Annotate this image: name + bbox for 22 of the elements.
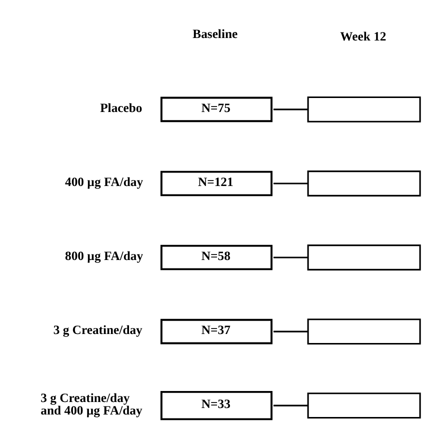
node-box: N=37 — [160, 318, 272, 344]
connector — [273, 330, 308, 332]
node-box: N=121 — [160, 170, 272, 196]
node-box: N=75 — [160, 96, 272, 122]
label: Baseline — [192, 26, 238, 41]
node-box — [307, 244, 421, 270]
node-label: 3 g Creatine/day and 400 µg FA/day — [40, 391, 142, 418]
label: Week 12 — [340, 30, 386, 44]
node-label: 3 g Creatine/day — [53, 322, 142, 337]
connector — [273, 256, 308, 258]
node-label: Placebo — [100, 100, 142, 115]
node-box — [307, 392, 421, 419]
connector — [273, 182, 308, 184]
node-box — [307, 318, 421, 344]
connector — [273, 108, 308, 110]
node-box — [307, 96, 421, 122]
node-label: 400 µg FA/day — [65, 174, 144, 189]
node-label: 800 µg FA/day — [65, 248, 144, 263]
node-box: N=58 — [160, 244, 272, 270]
node-box — [307, 170, 421, 196]
node-box: N=33 — [160, 390, 272, 420]
connector — [273, 404, 308, 406]
